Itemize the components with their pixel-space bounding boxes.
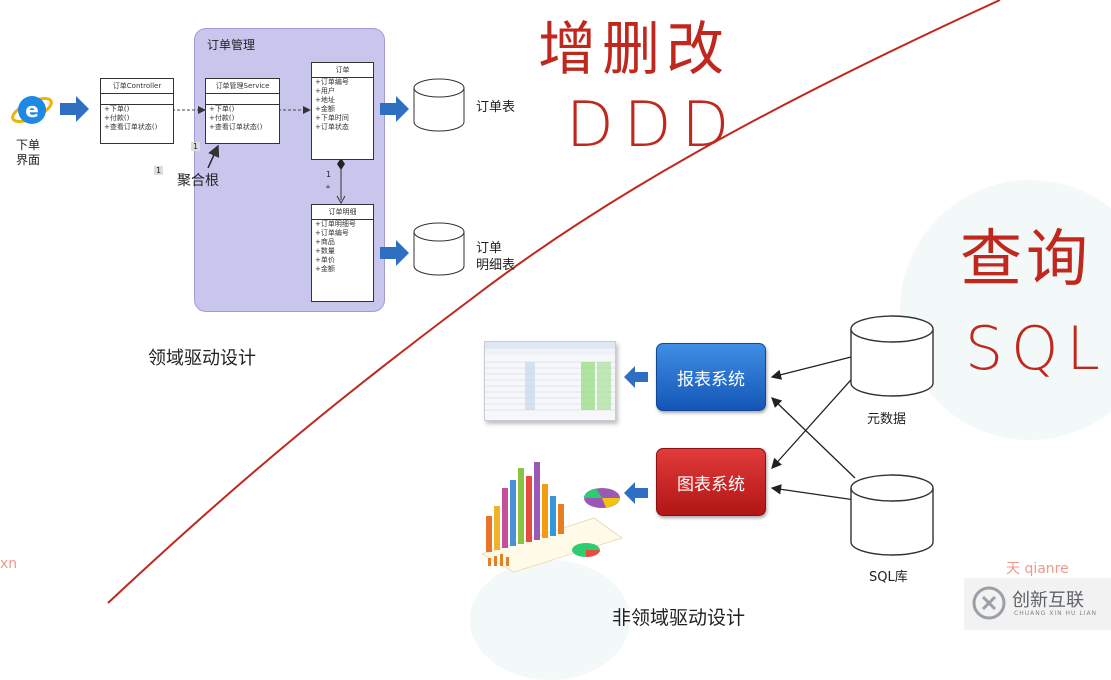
chart-system-label: 图表系统	[677, 474, 745, 495]
report-thumbnail	[484, 341, 616, 421]
database-icon	[413, 78, 465, 132]
order-class-box: 订单 +订单编号 +用户 +地址 +金额 +下单时间 +订单状态	[311, 62, 374, 160]
class-method: +查看订单状态()	[104, 123, 158, 131]
class-field: +订单状态	[315, 123, 349, 131]
multiplicity-label: 1	[326, 170, 332, 179]
slide-marker: 1	[154, 166, 164, 175]
class-field: +金额	[315, 105, 335, 113]
class-title: 订单明细	[312, 205, 373, 220]
non-ddd-caption: 非领域驱动设计	[612, 607, 746, 629]
connector-lines	[107, 0, 1001, 604]
class-method: +下单()	[104, 105, 130, 113]
order-detail-table-label: 订单 明细表	[476, 241, 516, 273]
class-title: 订单管理Service	[206, 79, 279, 94]
watermark-right: 天 qianre	[1006, 561, 1069, 577]
controller-class-box: 订单Controller +下单() +付款() +查看订单状态()	[100, 78, 174, 144]
metadata-label: 元数据	[867, 412, 907, 427]
handwritten-sql: SQL	[965, 314, 1108, 384]
report-system-box: 报表系统	[656, 343, 766, 411]
svg-text:e: e	[25, 98, 39, 122]
flow-arrow	[380, 96, 409, 122]
database-icon	[850, 474, 934, 556]
service-class-box: 订单管理Service +下单() +付款() +查看订单状态()	[205, 78, 280, 144]
order-table-label: 订单表	[476, 100, 516, 115]
class-title: 订单Controller	[101, 79, 173, 94]
class-field: +订单明细号	[315, 220, 356, 228]
class-divider	[206, 94, 279, 105]
aggregate-root-label: 聚合根	[177, 173, 219, 189]
logo-subtext: CHUANG XIN HU LIAN	[1014, 610, 1098, 617]
class-field: +金额	[315, 265, 335, 273]
report-system-label: 报表系统	[677, 369, 745, 390]
database-icon	[413, 222, 465, 276]
watermark-left: xn	[0, 556, 18, 572]
class-field: +地址	[315, 96, 335, 104]
flow-arrow	[60, 96, 89, 122]
class-field: +商品	[315, 238, 335, 246]
chart-thumbnail	[474, 458, 624, 573]
handwritten-query: 查询	[960, 222, 1093, 295]
ddd-caption: 领域驱动设计	[148, 348, 256, 369]
database-icon	[850, 315, 934, 397]
aggregate-title: 订单管理	[207, 38, 256, 52]
slide-marker: 1	[191, 142, 201, 151]
order-ui-label: 下单 界面	[16, 138, 41, 167]
watermark-logo: 创新互联 CHUANG XIN HU LIAN	[964, 578, 1111, 630]
class-divider	[101, 94, 173, 105]
class-method: +下单()	[209, 105, 235, 113]
class-field: +用户	[315, 87, 335, 95]
class-method: +付款()	[104, 114, 130, 122]
handwritten-ddd: DDD	[566, 88, 740, 161]
class-method: +付款()	[209, 114, 235, 122]
class-method: +查看订单状态()	[209, 123, 263, 131]
class-field: +单价	[315, 256, 335, 264]
class-title: 订单	[312, 63, 373, 78]
flow-arrow	[624, 482, 648, 504]
flow-arrow	[380, 240, 409, 266]
class-field: +订单编号	[315, 229, 349, 237]
logo-text: 创新互联	[1012, 590, 1084, 611]
sql-db-label: SQL库	[869, 570, 908, 585]
browser-icon: e	[10, 88, 54, 132]
class-field: +订单编号	[315, 78, 349, 86]
background-decoration	[900, 180, 1111, 440]
multiplicity-label: *	[326, 184, 330, 193]
flow-arrow	[624, 366, 648, 388]
order-detail-class-box: 订单明细 +订单明细号 +订单编号 +商品 +数量 +单价 +金额	[311, 204, 374, 302]
class-field: +数量	[315, 247, 335, 255]
class-field: +下单时间	[315, 114, 349, 122]
handwritten-crud: 增删改	[538, 15, 731, 83]
logo-icon	[972, 586, 1006, 620]
chart-system-box: 图表系统	[656, 448, 766, 516]
